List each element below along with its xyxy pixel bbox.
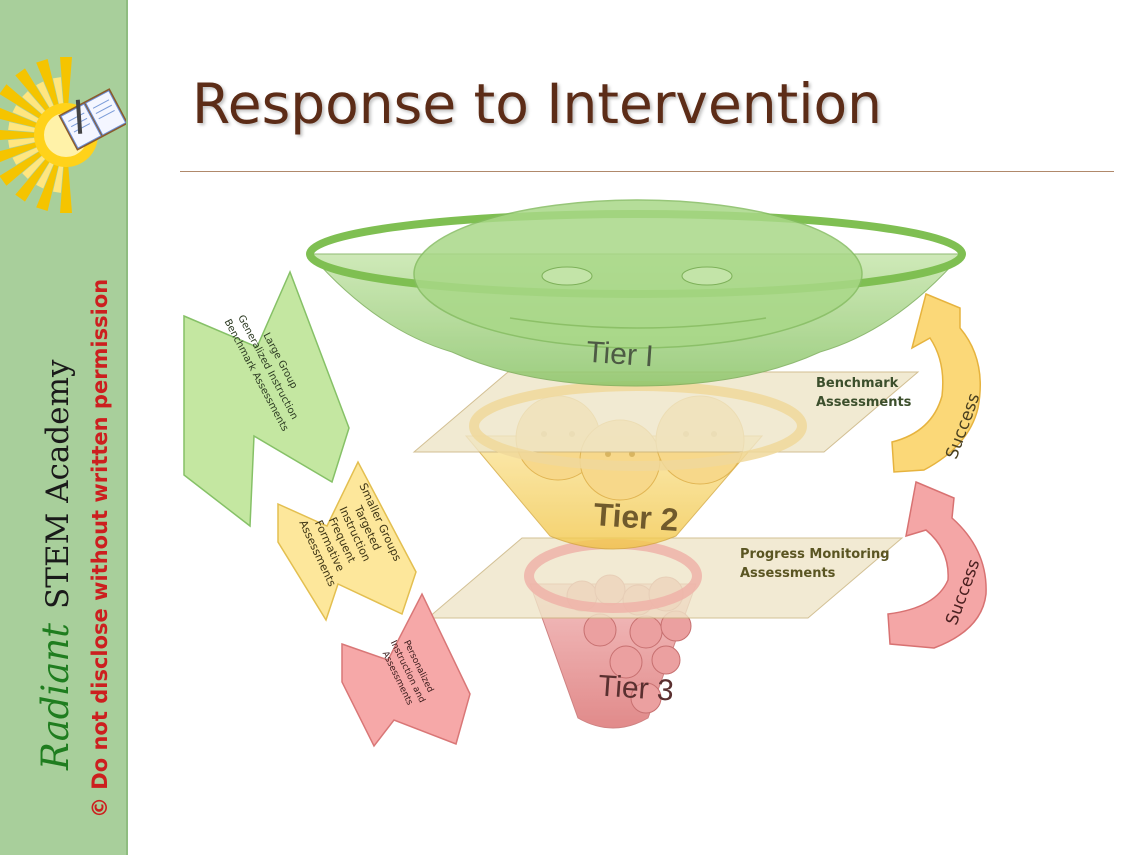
- tier3-label: Tier 3: [597, 669, 675, 707]
- sun-book-logo-icon: [0, 57, 126, 213]
- success-arrow-yellow: [891, 292, 981, 473]
- slide-title: Response to Intervention: [192, 72, 883, 136]
- benchmark-label: Benchmark Assessments: [816, 376, 912, 410]
- progress-monitoring-label: Progress Monitoring Assessments: [740, 547, 894, 581]
- success-arrow-red: [887, 480, 987, 649]
- tier1-face: [413, 199, 863, 349]
- progress-label-line1: Progress Monitoring: [740, 547, 890, 562]
- benchmark-label-line1: Benchmark: [816, 376, 899, 391]
- rti-funnel-diagram: Tier I Tier 2 Tier 3 Benchmark Assessmen…: [183, 199, 987, 748]
- tier3-arrow: [341, 592, 471, 748]
- confidential-notice: © Do not disclose without written permis…: [88, 278, 112, 818]
- tier1-arrow: [183, 270, 350, 528]
- tier2-label: Tier 2: [593, 496, 680, 538]
- benchmark-label-line2: Assessments: [816, 395, 912, 410]
- tier1-smile: [509, 317, 767, 329]
- tier2-arrow: [277, 460, 417, 622]
- title-divider: [180, 171, 1114, 172]
- brand-name: STEM Academy: [40, 359, 76, 609]
- tier1-left-eye: [541, 266, 593, 286]
- progress-label-line2: Assessments: [740, 566, 836, 581]
- tier1-right-eye: [681, 266, 733, 286]
- tier1-label: Tier I: [585, 336, 654, 374]
- tier2-arrow-text: Smaller Groups Targeted Instruction Freq…: [293, 481, 405, 596]
- brand-vertical: Radiant STEM Academy: [34, 359, 77, 770]
- brand-script: Radiant: [34, 622, 77, 770]
- sidebar: Radiant STEM Academy © Do not disclose wi…: [0, 0, 128, 855]
